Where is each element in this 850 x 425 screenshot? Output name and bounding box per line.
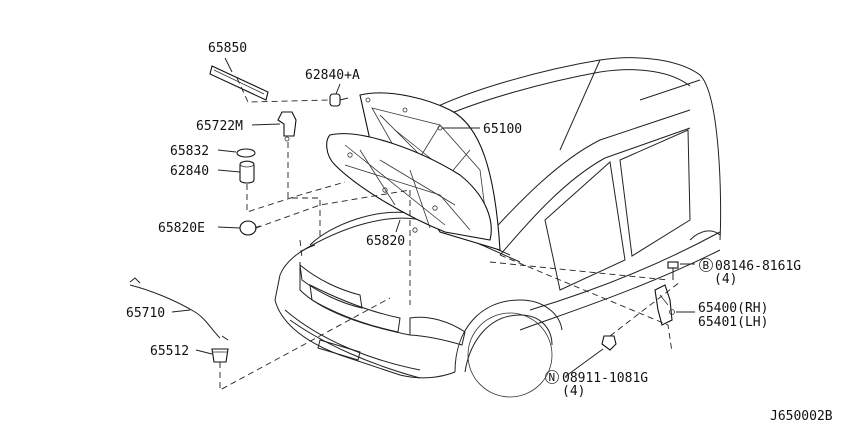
bolt-b-marker-letter: B — [703, 259, 710, 272]
nut-n-marker-letter: N — [549, 371, 556, 384]
part-labels: 65850 62840+A 65722M 65100 65832 62840 6… — [126, 41, 833, 424]
hood-lock-bracket — [277, 111, 297, 142]
label-08146-qty: (4) — [714, 272, 737, 287]
label-65401: 65401(LH) — [698, 315, 768, 330]
car-body-outline — [274, 57, 722, 398]
nut-n-marker — [545, 370, 559, 384]
hood-pad — [236, 148, 256, 158]
label-62840: 62840 — [170, 164, 209, 179]
hood-bumper-rubber — [239, 160, 255, 184]
label-08911: 08911-1081G — [562, 371, 648, 386]
label-08146: 08146-8161G — [715, 259, 801, 274]
leader-lines — [171, 57, 695, 391]
label-65850: 65850 — [208, 41, 247, 56]
hinge-bolt — [667, 261, 679, 280]
label-65710: 65710 — [126, 306, 165, 321]
bolt-b-marker — [699, 258, 713, 272]
label-65400: 65400(RH) — [698, 301, 768, 316]
hood-hinge — [654, 284, 675, 326]
label-65100: 65100 — [483, 122, 522, 137]
label-65832: 65832 — [170, 144, 209, 159]
label-65512: 65512 — [150, 344, 189, 359]
hood-support-rod — [129, 277, 229, 341]
label-65722m: 65722M — [196, 119, 243, 134]
rod-grommet — [211, 348, 229, 363]
label-65820: 65820 — [366, 234, 405, 249]
label-65820e: 65820E — [158, 221, 205, 236]
hood-insulator — [326, 133, 492, 241]
label-08911-qty: (4) — [562, 384, 585, 399]
hood-bumper-upper — [329, 93, 349, 107]
diagram-id: J650002B — [770, 409, 833, 424]
label-62840-a: 62840+A — [305, 68, 360, 83]
hinge-nut — [601, 335, 617, 351]
